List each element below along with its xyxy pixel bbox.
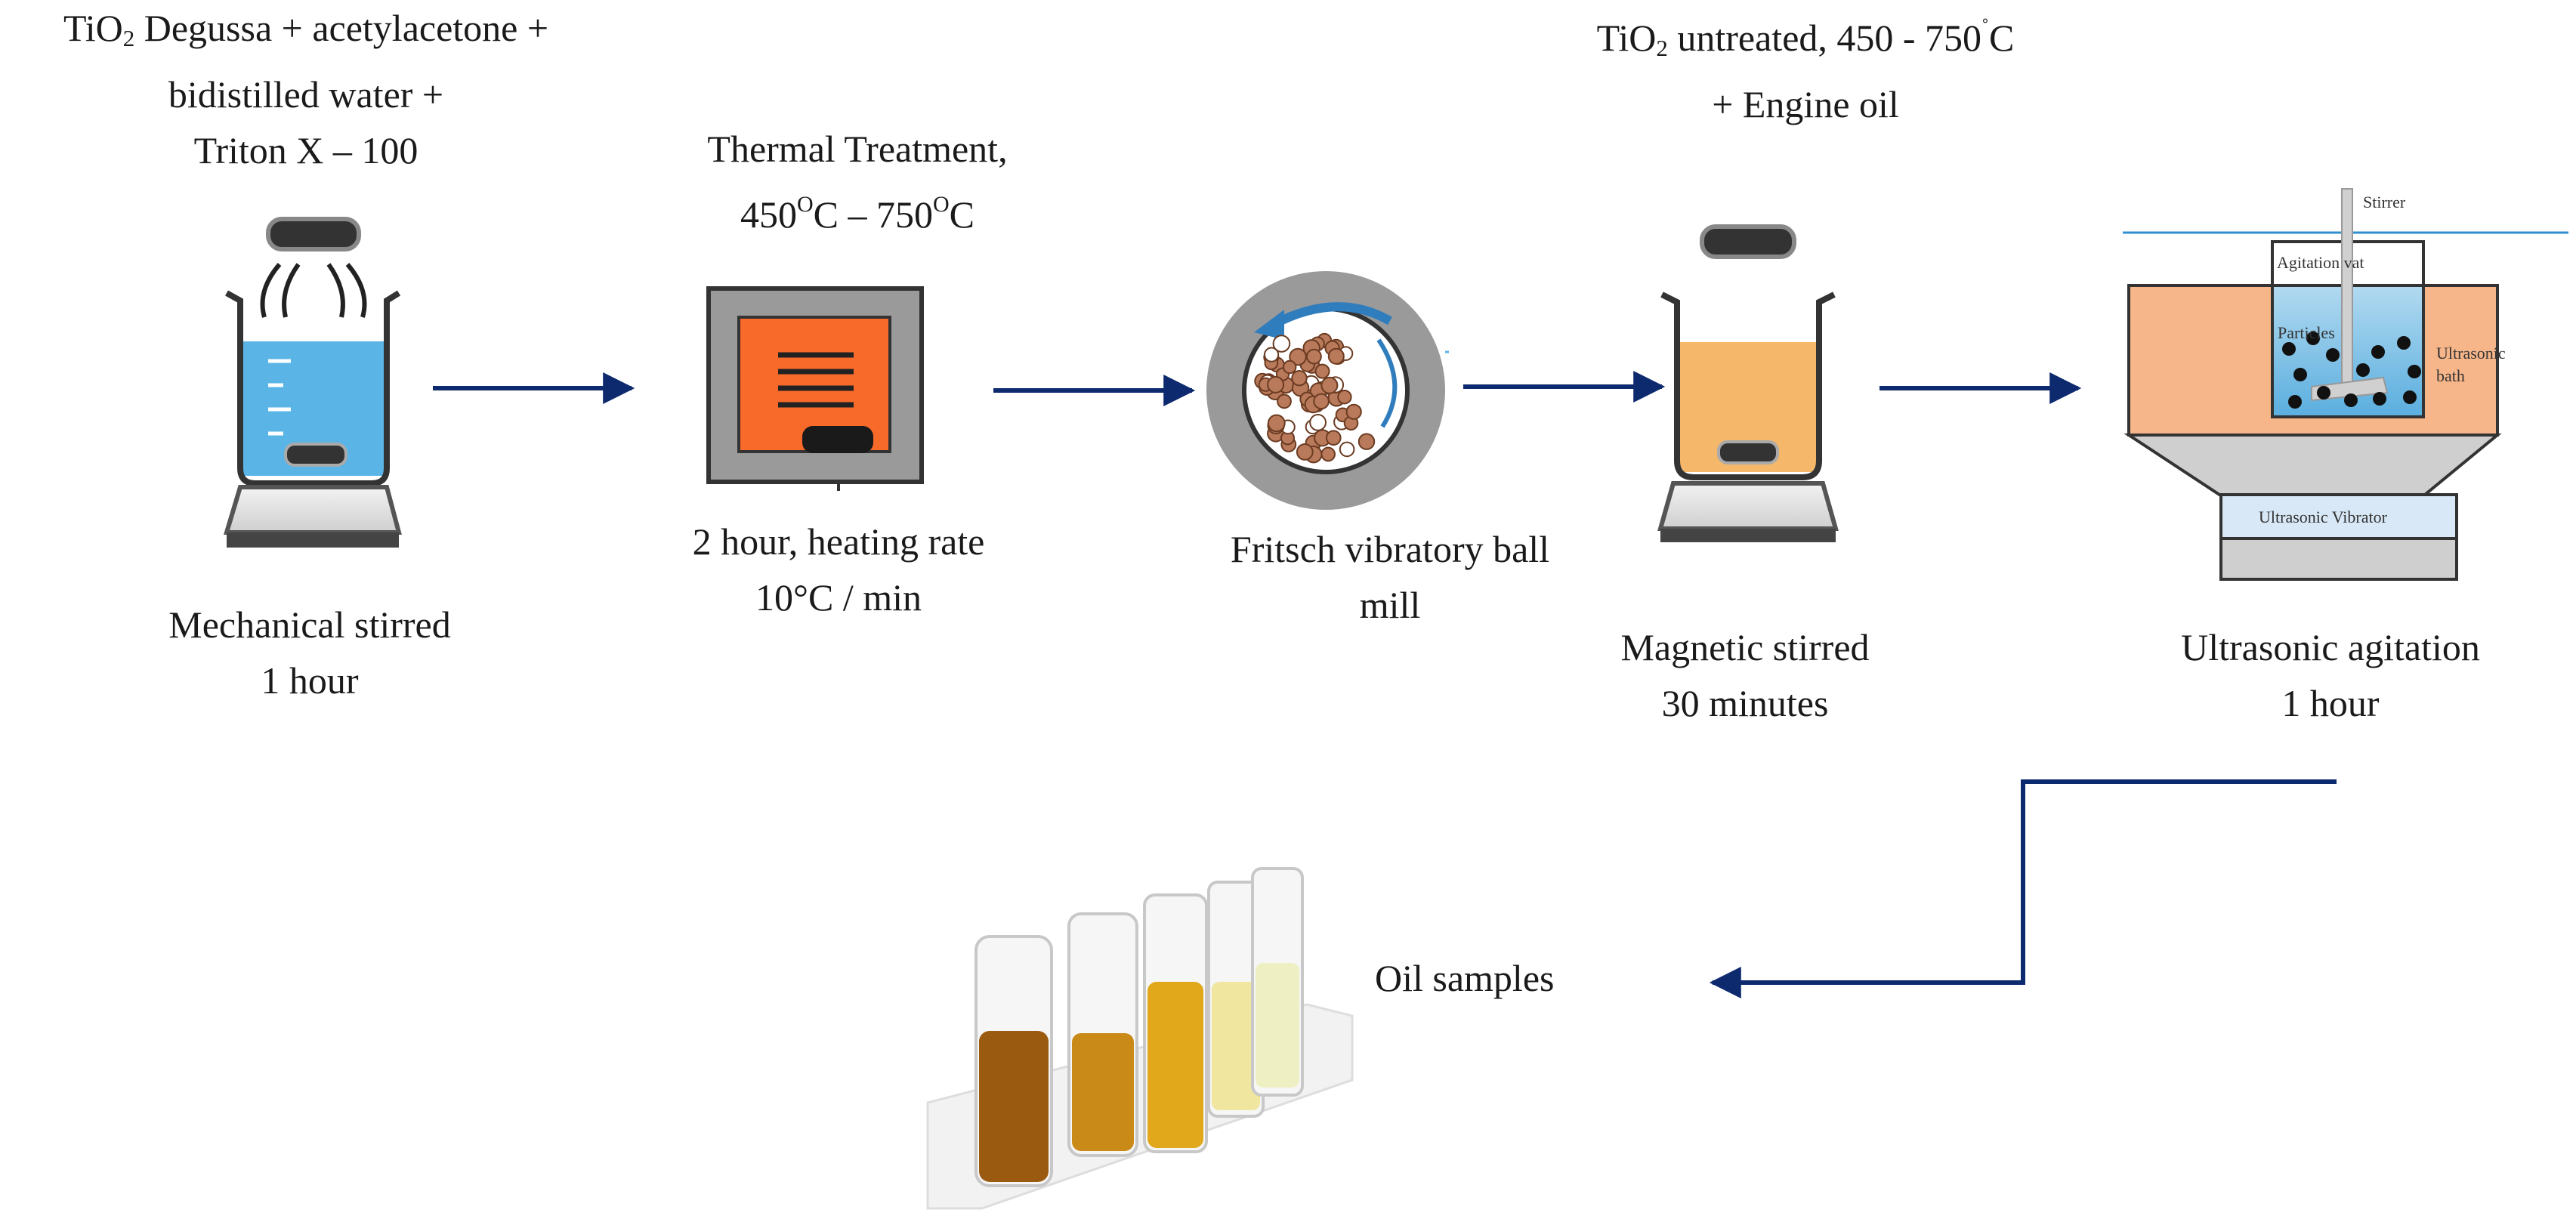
particle (2288, 395, 2302, 409)
grinding-ball (1267, 414, 1286, 433)
magnetic-stirred-label: Magnetic stirred 30 minutes (1620, 626, 1870, 724)
grinding-ball (1337, 390, 1352, 405)
stirrer-shaft (2341, 188, 2353, 386)
grinding-ball (1289, 347, 1307, 366)
bath-label-2: bath (2436, 366, 2465, 385)
particle (2371, 345, 2385, 359)
graduation-marks (268, 359, 291, 436)
stir-bar-top (266, 217, 361, 251)
particle (2403, 390, 2417, 404)
mechanical-stirrer-beaker (223, 217, 402, 548)
stir-motion-right2-icon (326, 263, 345, 318)
stirrer-foot (227, 532, 399, 548)
stir-motion-right-icon (345, 263, 367, 318)
grinding-ball (1283, 359, 1297, 375)
rotation-arrowhead-icon (1254, 310, 1284, 340)
grinding-balls (1254, 332, 1376, 464)
grinding-ball (1296, 443, 1314, 461)
grinding-ball (1272, 335, 1291, 353)
particle (2344, 393, 2358, 407)
grinding-ball (1339, 441, 1355, 458)
furnace (706, 286, 924, 491)
grinding-ball (1264, 347, 1280, 363)
oil-samples-image (926, 867, 1354, 1210)
bath-label-1: Ultrasonic (2436, 344, 2506, 363)
rotation-arrow-top-icon (1271, 302, 1392, 329)
grinding-ball (1357, 433, 1376, 450)
particles (2282, 332, 2421, 409)
particle (2397, 336, 2411, 350)
thermal-treatment-label: Thermal Treatment, 450OC – 750OC (707, 128, 1008, 236)
particle (2282, 342, 2296, 356)
stirrer-foot-2 (1660, 529, 1836, 542)
grinding-ball (1313, 393, 1330, 410)
grinding-ball (1267, 375, 1285, 393)
beaker-outline-2 (1660, 292, 1836, 480)
grinding-ball (1327, 347, 1345, 365)
ultrasonic-bath: Stirrer Agitation vat Particles Ultrason… (2123, 188, 2568, 581)
base-block (2219, 537, 2458, 581)
particle (2408, 365, 2421, 378)
oil-samples-label: Oil samples (1375, 957, 1555, 999)
stir-bar-top-2 (1700, 224, 1796, 259)
ingredients-label: TiO2 Degussa + acetylacetone + bidistill… (63, 7, 549, 171)
particle (2356, 363, 2370, 377)
stirrer-base (223, 485, 402, 535)
flow-arrows (433, 371, 2337, 998)
particle (2326, 348, 2340, 362)
tube-1 (974, 935, 1053, 1187)
grinding-ball (1314, 363, 1330, 379)
stir-bar (284, 443, 347, 467)
grinding-ball (1309, 414, 1327, 431)
magnetic-stirrer-beaker (1657, 224, 1839, 542)
grinding-ball (1291, 370, 1308, 387)
grinding-ball (1277, 393, 1292, 409)
vibrator-box (2219, 493, 2458, 540)
beaker-outline (225, 290, 401, 486)
dispersion-label: TiO2 untreated, 450 - 750˚C + Engine oil (1596, 15, 2015, 125)
heating-elements (778, 352, 854, 408)
particle (2373, 392, 2386, 406)
bath-funnel (2124, 434, 2502, 496)
mechanical-stirred-label: Mechanical stirred 1 hour (168, 603, 451, 702)
grinding-ball (1320, 446, 1336, 462)
tube-2 (1067, 912, 1138, 1157)
arrow-5 (1709, 779, 2337, 998)
crucible (802, 426, 873, 453)
ball-mill (1206, 271, 1449, 510)
stirrer-label: Stirrer (2363, 193, 2406, 211)
ball-mill-label: Fritsch vibratory ball mill (1230, 528, 1550, 626)
ultrasonic-agitation-label: Ultrasonic agitation 1 hour (2181, 626, 2480, 724)
tube-5 (1251, 867, 1304, 1097)
grinding-ball (1306, 348, 1322, 365)
agitation-vat-label: Agitation vat (2277, 253, 2364, 272)
stir-motion-left2-icon (282, 263, 301, 318)
particle (2317, 386, 2330, 400)
tube-4 (1207, 881, 1265, 1118)
heating-rate-label: 2 hour, heating rate 10°C / min (692, 520, 985, 619)
grinding-ball (1326, 430, 1342, 446)
rotation-arrow-right-icon (1376, 338, 1398, 428)
stir-bar-2 (1717, 440, 1779, 464)
particles-label: Particles (2278, 323, 2335, 342)
stirrer-base-2 (1657, 481, 1839, 531)
tube-3 (1143, 893, 1208, 1153)
impeller-icon (2311, 376, 2389, 402)
grinding-ball (1320, 376, 1339, 394)
particle (2306, 332, 2320, 345)
particle (2293, 368, 2307, 381)
grinding-ball (1345, 403, 1362, 420)
stir-motion-left-icon (260, 263, 282, 318)
vibrator-label: Ultrasonic Vibrator (2259, 508, 2388, 526)
